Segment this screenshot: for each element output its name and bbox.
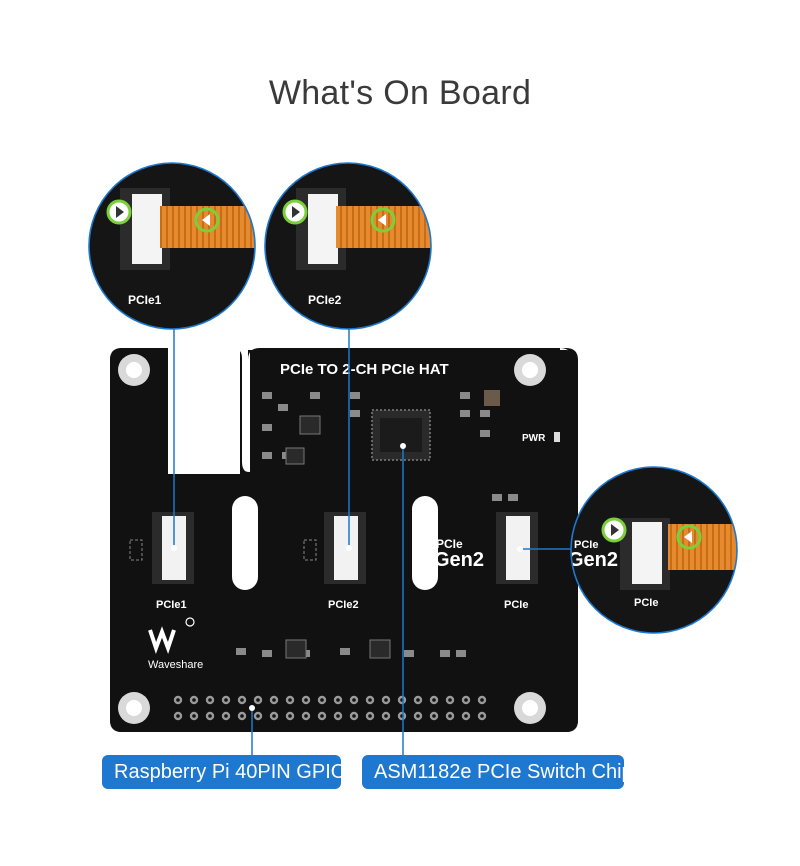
gpio-pin-hole	[448, 698, 452, 702]
gpio-pin-hole	[352, 714, 356, 718]
gpio-pin-hole	[368, 714, 372, 718]
gpio-header	[173, 695, 487, 721]
gpio-pin-hole	[432, 698, 436, 702]
gpio-pin-hole	[176, 698, 180, 702]
gpio-pin-hole	[304, 698, 308, 702]
gpio-pin-hole	[256, 698, 260, 702]
pin1-marker-icon	[601, 517, 627, 543]
callout-label-pcie1: PCIe1	[128, 293, 162, 307]
gpio-pin-hole	[368, 698, 372, 702]
gpio-pin-hole	[336, 714, 340, 718]
callout-label-pcie2: PCIe2	[308, 293, 342, 307]
gpio-pin-hole	[192, 698, 196, 702]
gpio-pin-hole	[464, 698, 468, 702]
pin1-marker-icon	[106, 199, 132, 225]
gpio-pin-hole	[480, 714, 484, 718]
mount-hole	[514, 354, 546, 386]
callout-gen-label: Gen2	[568, 549, 618, 571]
cable-marker-icon	[194, 207, 220, 233]
callout-gen-prefix: PCIe	[574, 539, 598, 551]
gpio-pin-hole	[480, 698, 484, 702]
board-label-pcie: PCIe	[504, 599, 528, 611]
mount-hole	[514, 692, 546, 724]
gpio-pin-hole	[240, 714, 244, 718]
fpc-connector-pcie	[496, 512, 538, 584]
gpio-pin-hole	[432, 714, 436, 718]
gpio-pin-hole	[416, 698, 420, 702]
gpio-pin-hole	[448, 714, 452, 718]
page-title: What's On Board	[268, 74, 532, 112]
board-label-pcie2: PCIe2	[328, 599, 359, 611]
gpio-pin-hole	[320, 698, 324, 702]
gpio-pin-hole	[256, 714, 260, 718]
gpio-pin-hole	[192, 714, 196, 718]
gpio-pin-hole	[240, 698, 244, 702]
cable-marker-icon	[370, 207, 396, 233]
gpio-pin-hole	[176, 714, 180, 718]
callout-pcie1: PCIe1	[89, 163, 255, 329]
mount-hole	[118, 354, 150, 386]
mount-hole	[118, 692, 150, 724]
brand-label: Waveshare	[148, 659, 203, 671]
label-gpio: Raspberry Pi 40PIN GPIO	[102, 755, 346, 789]
gpio-pin-hole	[288, 714, 292, 718]
cable-marker-icon	[676, 524, 702, 550]
gpio-pin-hole	[272, 698, 276, 702]
gpio-pin-hole	[336, 698, 340, 702]
label-chip: ASM1182e PCIe Switch Chip	[362, 755, 633, 789]
pwr-label: PWR	[522, 433, 546, 444]
gpio-pin-hole	[272, 714, 276, 718]
board-label-pcie1: PCIe1	[156, 599, 187, 611]
gpio-pin-hole	[384, 698, 388, 702]
board-slot	[412, 496, 438, 590]
callout-pcie: PCIe Gen2 PCIe	[568, 467, 737, 633]
board-title: PCIe TO 2-CH PCIe HAT	[280, 361, 449, 378]
gpio-pin-hole	[464, 714, 468, 718]
gpio-pin-hole	[208, 714, 212, 718]
gpio-pin-hole	[416, 714, 420, 718]
gpio-pin-hole	[304, 714, 308, 718]
gpio-pin-hole	[288, 698, 292, 702]
callout-label-pcie: PCIe	[634, 597, 658, 609]
asm1182e-chip	[371, 409, 431, 461]
callout-pcie2: PCIe2	[265, 163, 431, 329]
gpio-pin-hole	[224, 698, 228, 702]
board-gen-label: Gen2	[434, 549, 484, 571]
waveshare-logo: Waveshare	[148, 617, 203, 671]
board-gen-prefix: PCIe	[436, 537, 463, 551]
gpio-pin-hole	[208, 698, 212, 702]
pin1-marker-icon	[282, 199, 308, 225]
gpio-pin-hole	[352, 698, 356, 702]
gpio-pin-hole	[384, 714, 388, 718]
board-slot	[232, 496, 258, 590]
gpio-pin-hole	[224, 714, 228, 718]
gpio-pin-hole	[320, 714, 324, 718]
